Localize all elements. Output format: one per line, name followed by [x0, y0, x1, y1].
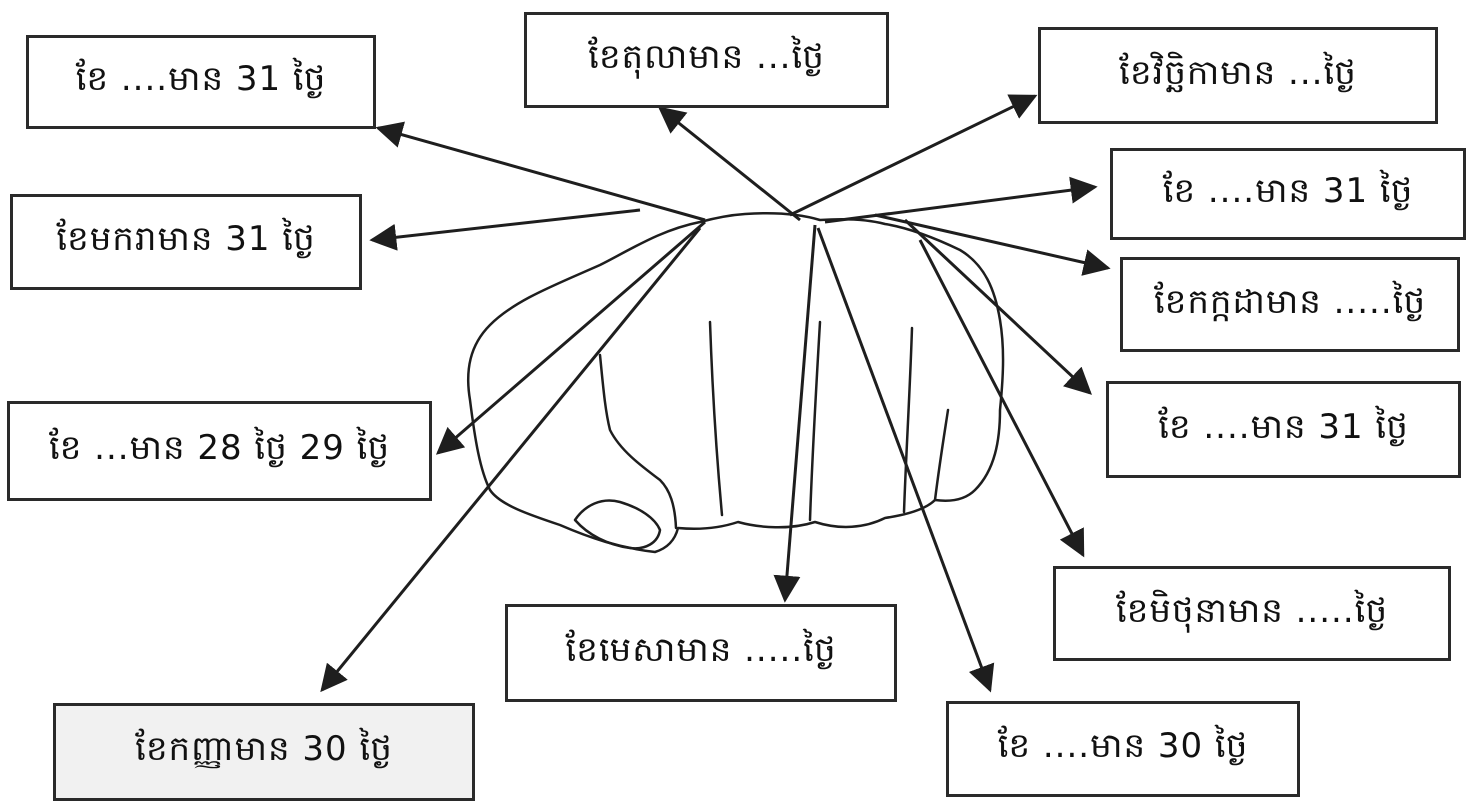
label-text-vicheka: ខែវិច្ឆិកាមាន ...ថ្ងៃ [1119, 52, 1357, 93]
label-box-right-31-b: ខែ ....មាន 31 ថ្ងៃ [1106, 381, 1461, 478]
arrow-makara [369, 208, 641, 251]
thumb-line [598, 353, 678, 530]
arrow-vicheka [789, 94, 1038, 217]
knuckle-fold [933, 408, 950, 502]
label-box-mesa: ខែមេសាមាន .....ថ្ងៃ [505, 604, 897, 702]
label-box-vicheka: ខែវិច្ឆិកាមាន ...ថ្ងៃ [1038, 27, 1438, 124]
label-box-right-31-a: ខែ ....មាន 31 ថ្ងៃ [1110, 148, 1466, 240]
label-text-makara: ខែមករាមាន 31 ថ្ងៃ [56, 219, 316, 259]
arrow-bottom-30 [816, 227, 995, 693]
label-box-bottom-30: ខែ ....មាន 30 ថ្ងៃ [946, 701, 1300, 797]
arrow-kakada [874, 213, 1111, 276]
label-box-feb: ខែ ...មាន 28 ថ្ងៃ 29 ថ្ងៃ [7, 401, 432, 501]
thumbnail [573, 499, 662, 550]
finger-line-2 [808, 320, 822, 522]
label-box-top-left: ខែ ....មាន 31 ថ្ងៃ [26, 35, 376, 129]
label-box-mithona: ខែមិថុនាមាន .....ថ្ងៃ [1053, 566, 1451, 661]
label-box-kakada: ខែកក្កដាមាន .....ថ្ងៃ [1120, 257, 1460, 352]
arrow-mithona [918, 239, 1085, 558]
arrow-right-31-a [824, 176, 1098, 224]
label-box-kanha: ខែកញ្ញាមាន 30 ថ្ងៃ [53, 703, 475, 801]
arrow-top-left [375, 121, 706, 222]
arrow-kanha [320, 227, 702, 693]
fist-outline [466, 212, 1005, 554]
label-text-bottom-30: ខែ ....មាន 30 ថ្ងៃ [997, 726, 1249, 766]
label-text-kanha: ខែកញ្ញាមាន 30 ថ្ងៃ [135, 729, 393, 769]
label-text-right-31-b: ខែ ....មាន 31 ថ្ងៃ [1158, 406, 1409, 447]
label-text-tola: ខែតុលាមាន ...ថ្ងៃ [588, 37, 825, 77]
label-text-mesa: ខែមេសាមាន .....ថ្ងៃ [565, 630, 837, 670]
label-text-feb: ខែ ...មាន 28 ថ្ងៃ 29 ថ្ងៃ [48, 428, 391, 468]
arrow-right-31-b [903, 218, 1092, 395]
arrow-feb [435, 220, 706, 455]
label-text-top-left: ខែ ....មាន 31 ថ្ងៃ [75, 59, 327, 99]
label-text-mithona: ខែមិថុនាមាន .....ថ្ងៃ [1115, 590, 1389, 631]
finger-line-3 [902, 326, 914, 514]
label-box-tola: ខែតុលាមាន ...ថ្ងៃ [524, 12, 889, 108]
label-box-makara: ខែមករាមាន 31 ថ្ងៃ [10, 194, 362, 290]
label-text-kakada: ខែកក្កដាមាន .....ថ្ងៃ [1153, 281, 1427, 322]
finger-line-1 [708, 320, 724, 517]
arrow-tola [657, 106, 801, 222]
arrow-mesa [773, 224, 817, 603]
label-text-right-31-a: ខែ ....មាន 31 ថ្ងៃ [1162, 171, 1414, 211]
arrows [320, 94, 1111, 693]
fist-illustration [466, 212, 1005, 554]
